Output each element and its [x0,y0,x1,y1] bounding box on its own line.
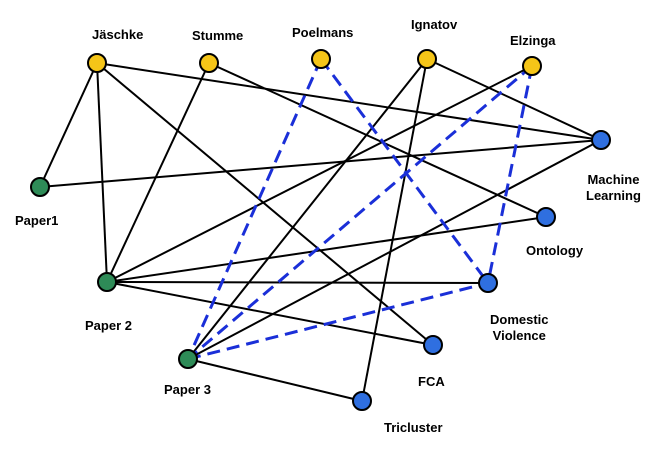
edge-poelmans-paper3 [186,58,323,360]
label-domestic-violence: Domestic Violence [490,312,549,344]
node-fca [423,335,443,355]
label-machine-learning: Machine Learning [586,172,641,204]
node-paper2 [97,272,117,292]
edge-poelmans-dv [319,58,490,284]
label-domestic-violence-line1: Domestic [490,312,549,327]
edge-stumme-paper2 [106,62,210,283]
node-ignatov [417,49,437,69]
node-elzinga [522,56,542,76]
edge-paper3-tricluster [187,358,363,402]
label-poelmans: Poelmans [292,25,354,40]
edge-ignatov-paper3 [187,58,428,360]
node-paper3 [178,349,198,369]
edge-jaschke-fca [96,62,434,346]
edge-paper2-fca [106,281,434,346]
edge-paper2-dv [106,281,489,284]
edge-jaschke-paper2 [96,62,108,283]
label-paper1: Paper1 [15,213,59,228]
label-machine-learning-line1: Machine [587,172,640,187]
label-tricluster: Tricluster [384,420,443,435]
label-stumme: Stumme [192,28,244,43]
edge-jaschke-ml [96,62,602,141]
edge-ignatov-tricluster [361,58,428,402]
edge-elzinga-paper3 [187,64,533,361]
edge-jaschke-paper1 [39,62,98,188]
label-paper2: Paper 2 [85,318,132,333]
edge-elzinga-dv [486,65,534,284]
label-ontology: Ontology [526,243,584,258]
edge-paper1-ml [39,139,602,188]
edge-ignatov-ml [426,58,602,141]
edge-paper3-ml [187,139,602,360]
edge-stumme-ontology [208,62,547,218]
node-jaschke [87,53,107,73]
node-stumme [199,53,219,73]
label-jaschke: Jäschke [92,27,144,42]
node-poelmans [311,49,331,69]
label-fca: FCA [418,374,445,389]
label-domestic-violence-line2: Violence [492,328,546,343]
edge-paper3-dv [187,281,489,361]
node-ontology [536,207,556,227]
edge-paper2-ontology [106,216,547,283]
edge-elzinga-paper2 [106,65,533,283]
label-machine-learning-line2: Learning [586,188,641,203]
node-ml [591,130,611,150]
node-paper1 [30,177,50,197]
edges-layer [39,58,602,402]
label-ignatov: Ignatov [411,17,458,32]
node-dv [478,273,498,293]
node-tricluster [352,391,372,411]
label-paper3: Paper 3 [164,382,211,397]
nodes-layer [30,49,611,411]
label-elzinga: Elzinga [510,33,556,48]
